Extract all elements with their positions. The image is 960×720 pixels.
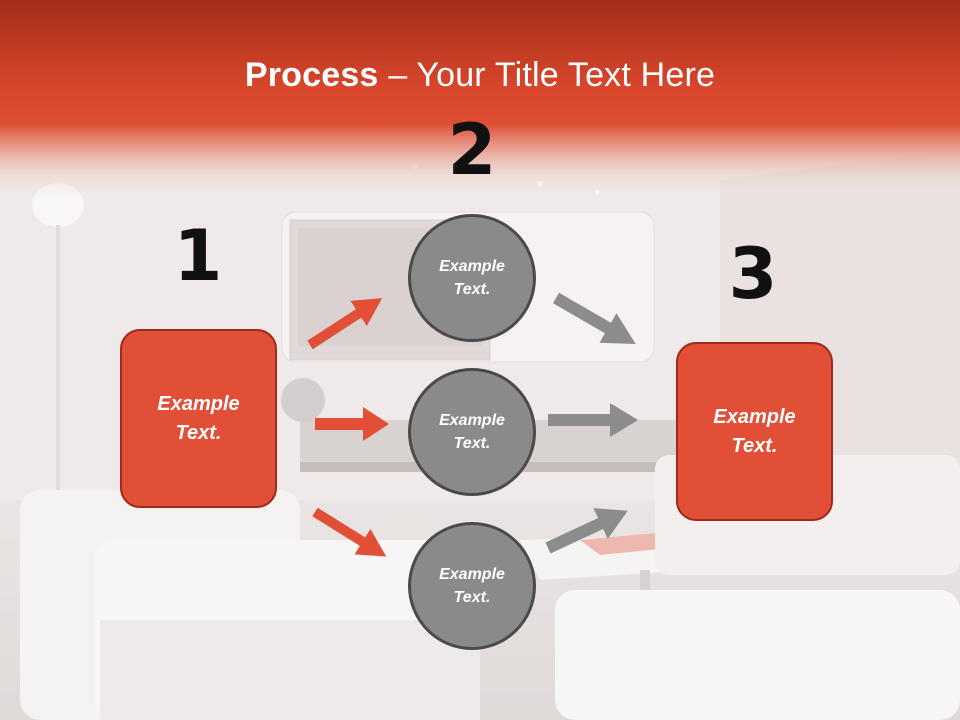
step-3-box: Example Text. bbox=[676, 342, 833, 521]
title-rest: – Your Title Text Here bbox=[378, 56, 716, 94]
step-number-2: 2 bbox=[447, 109, 497, 191]
slide-title: Process – Your Title Text Here bbox=[0, 54, 960, 96]
step-2-circle-bottom: Example Text. bbox=[408, 522, 536, 650]
step-2-circle-top: Example Text. bbox=[408, 214, 536, 342]
title-bold: Process bbox=[244, 56, 379, 94]
step-number-3: 3 bbox=[728, 233, 778, 315]
step-1-box: Example Text. bbox=[120, 329, 277, 508]
step-2-circle-middle: Example Text. bbox=[408, 368, 536, 496]
step-number-1: 1 bbox=[173, 215, 223, 297]
